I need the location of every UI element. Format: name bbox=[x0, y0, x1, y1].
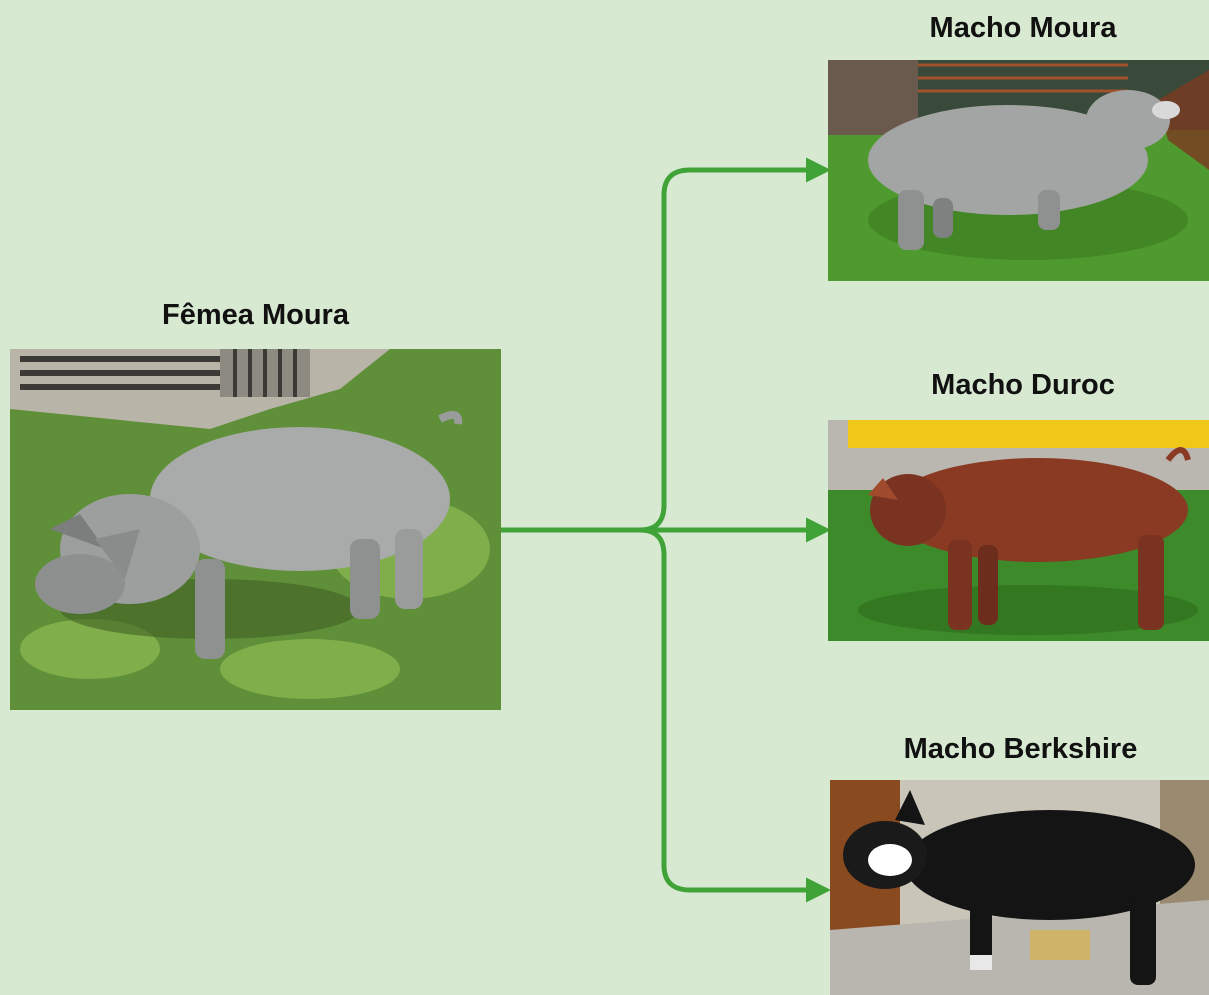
offspring-photo-macho-moura bbox=[828, 60, 1209, 281]
arrow-to-macho-moura bbox=[639, 157, 831, 533]
arrow-to-macho-berkshire bbox=[639, 527, 831, 903]
parent-photo bbox=[10, 349, 501, 710]
offspring-label-macho-berkshire: Macho Berkshire bbox=[903, 733, 1138, 765]
offspring-photo-macho-duroc bbox=[828, 420, 1209, 641]
offspring-label-macho-moura: Macho Moura bbox=[929, 12, 1117, 44]
offspring-photo-macho-berkshire bbox=[830, 780, 1209, 995]
offspring-label-macho-duroc: Macho Duroc bbox=[931, 369, 1115, 401]
parent-label: Fêmea Moura bbox=[162, 299, 349, 331]
